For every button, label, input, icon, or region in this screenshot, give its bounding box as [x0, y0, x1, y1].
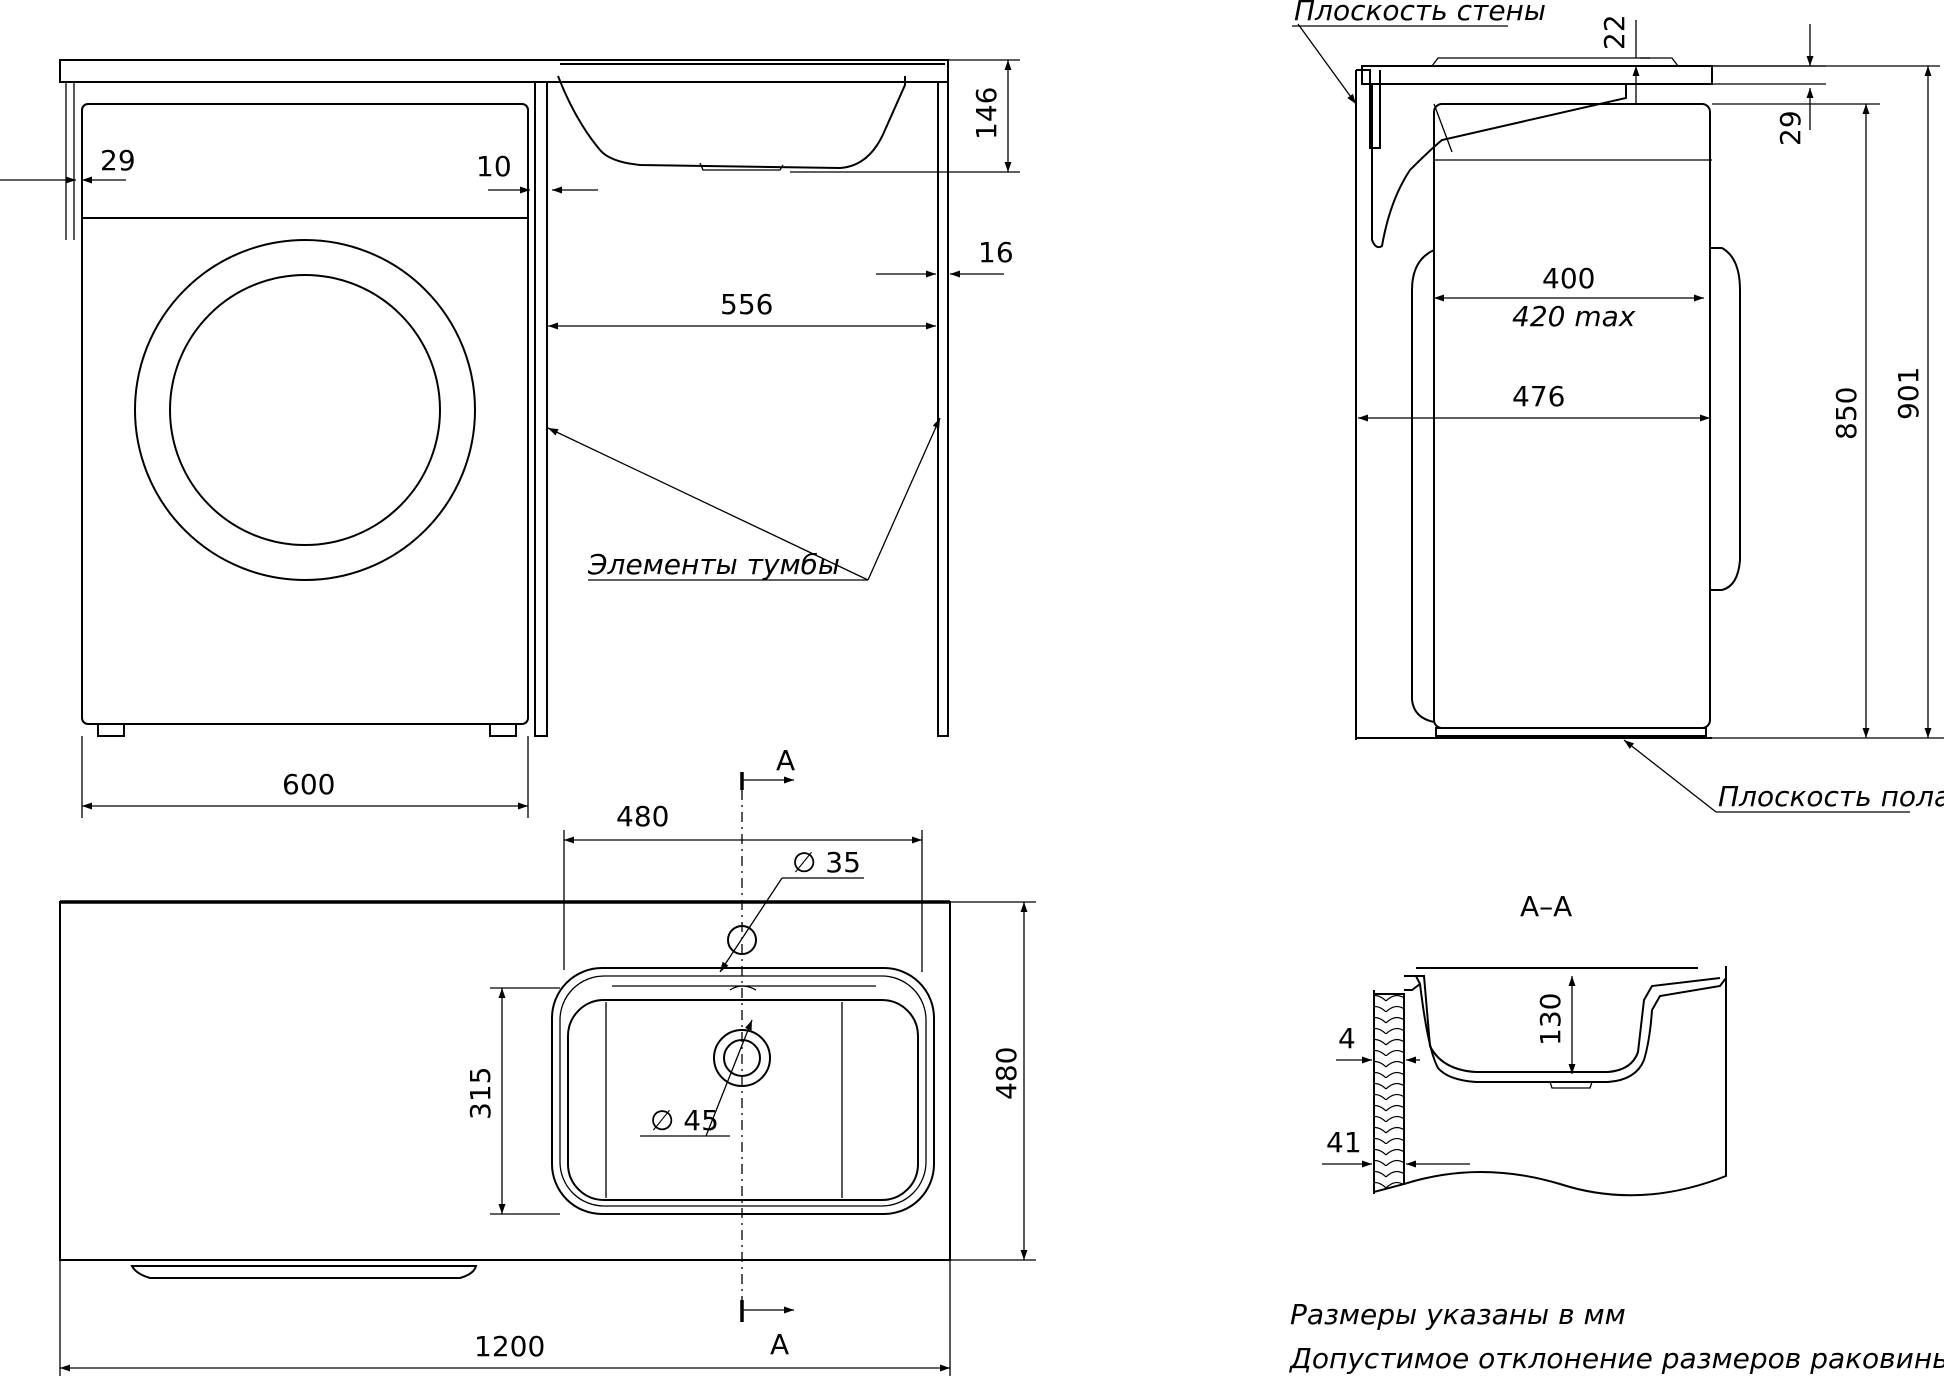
dim-901-side: 901 [1892, 367, 1925, 420]
dim-420max-side: 420 max [1512, 300, 1636, 333]
section-mark-top: А [776, 744, 795, 777]
dim-600-front: 600 [282, 768, 335, 801]
dim-29-side: 29 [1774, 110, 1807, 146]
label-cabinet-elements: Элементы тумбы [587, 548, 840, 581]
dim-480-top: 480 [616, 800, 669, 833]
dim-16-front: 16 [978, 236, 1014, 269]
side-washing-machine [1433, 103, 1711, 729]
section-wall [1373, 993, 1405, 1194]
dim-476-side: 476 [1512, 380, 1565, 413]
front-view: 29 10 146 16 556 Элементы тумбы 600 [0, 59, 1020, 818]
section-title: А–А [1520, 890, 1572, 923]
dim-d35-top: ∅ 35 [792, 846, 861, 879]
dim-41-section: 41 [1326, 1126, 1362, 1159]
section-view: А–А 130 4 41 [1322, 890, 1727, 1197]
washing-machine-door-inner [169, 274, 441, 546]
dim-850-side: 850 [1830, 387, 1863, 440]
dim-556-front: 556 [720, 288, 773, 321]
dim-1200-top: 1200 [474, 1330, 545, 1363]
washing-machine-door-outer [134, 239, 476, 581]
note-tolerance: Допустимое отклонение размеров раковины … [1288, 1342, 1944, 1375]
dim-4-section: 4 [1338, 1022, 1356, 1055]
dim-400-side: 400 [1542, 262, 1595, 295]
dim-d45-top: ∅ 45 [650, 1104, 719, 1137]
washing-machine-body [81, 103, 529, 725]
dim-480-right: 480 [990, 1047, 1023, 1100]
dim-315-top: 315 [464, 1067, 497, 1120]
label-floor-plane: Плоскость пола [1718, 780, 1944, 813]
cabinet-element-left [534, 81, 548, 737]
dim-146-front: 146 [970, 87, 1003, 140]
top-sink-rim [559, 975, 927, 1207]
front-sink-bowl [557, 75, 906, 170]
cabinet-element-right [937, 81, 949, 737]
top-view: А А 480 ∅ 35 ∅ 45 315 480 1200 [59, 744, 1036, 1376]
top-sink-inner [567, 999, 919, 1201]
dim-22-side: 22 [1598, 14, 1631, 50]
dim-10-front: 10 [476, 150, 512, 183]
side-wall-plate [1355, 69, 1381, 740]
side-view: Плоскость стены 22 29 400 420 max 476 85… [1292, 0, 1944, 813]
top-sink-outer [551, 967, 935, 1215]
label-wall-plane: Плоскость стены [1294, 0, 1546, 27]
front-countertop [59, 59, 949, 83]
dim-29-front: 29 [100, 144, 136, 177]
section-mark-bottom: А [770, 1328, 789, 1361]
dim-130-section: 130 [1534, 993, 1567, 1046]
note-units: Размеры указаны в мм [1290, 1298, 1626, 1331]
side-countertop [1361, 65, 1713, 85]
